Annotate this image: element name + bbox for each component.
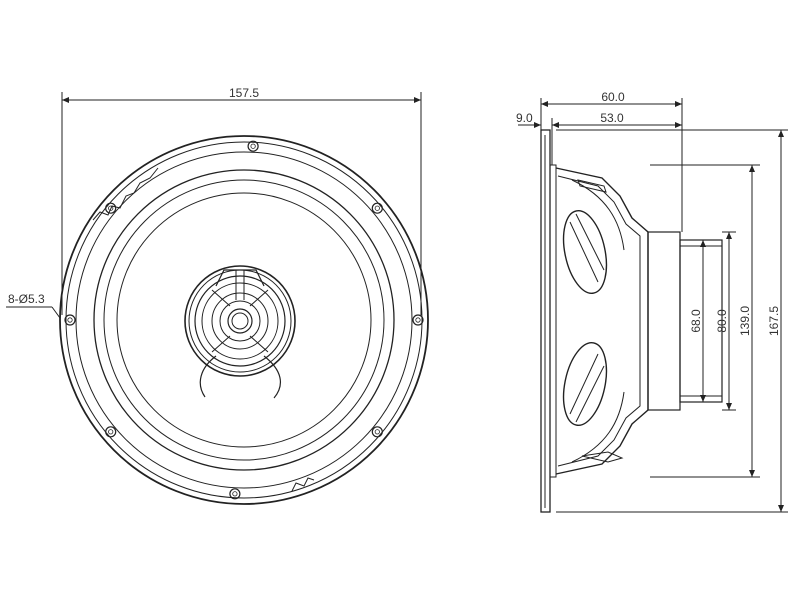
front-view: 157.5 8-Ø5.3 xyxy=(6,86,429,505)
mounting-hole xyxy=(247,140,259,152)
mounting-hole xyxy=(64,314,76,326)
mounting-hole-inner xyxy=(108,429,114,435)
mounting-holes xyxy=(64,140,424,500)
front-surround-inner xyxy=(103,179,385,461)
mounting-hole xyxy=(371,426,383,438)
mounting-hole xyxy=(229,488,241,500)
side-motor-plate xyxy=(647,231,681,411)
mounting-hole-inner xyxy=(67,317,73,323)
mounting-hole xyxy=(412,314,424,326)
front-outer-rim xyxy=(59,135,429,505)
mounting-hole xyxy=(105,202,117,214)
terminal-notch-top xyxy=(92,167,159,221)
dim-magnet-diameter: 68.0 xyxy=(689,240,706,402)
front-flange-ring xyxy=(75,151,413,489)
dim-label-total-depth: 60.0 xyxy=(601,90,625,104)
dim-label-magnet-diameter: 68.0 xyxy=(689,309,703,333)
dim-overall-height: 167.5 xyxy=(767,130,784,512)
dim-label-mounting-depth: 53.0 xyxy=(600,111,624,125)
side-terminal-bottom xyxy=(581,451,624,463)
dim-magnet-outer: 80.0 xyxy=(715,232,732,410)
dim-mounting-depth: 53.0 xyxy=(551,111,682,165)
side-terminal-top xyxy=(577,179,607,193)
front-rim-inner xyxy=(65,141,423,499)
dim-mounting-holes: 8-Ø5.3 xyxy=(6,292,61,319)
dim-basket-diameter: 139.0 xyxy=(738,165,755,477)
terminal-notch-bottom xyxy=(291,477,315,492)
mounting-hole xyxy=(105,426,117,438)
dim-label-mounting-holes: 8-Ø5.3 xyxy=(8,292,45,306)
dim-overall-diameter: 157.5 xyxy=(61,86,422,315)
basket-window-bottom xyxy=(562,342,608,426)
front-surround-outer xyxy=(93,169,395,471)
dim-flange-thickness: 9.0 xyxy=(516,111,541,128)
dim-label-basket-diameter: 139.0 xyxy=(738,306,752,336)
mounting-hole xyxy=(371,202,383,214)
dim-label-overall-height: 167.5 xyxy=(767,306,781,336)
dim-label-overall-diameter: 157.5 xyxy=(229,86,259,100)
side-view: 60.0 53.0 9.0 68.0 80.0 xyxy=(516,90,788,513)
coaxial-tweeter xyxy=(184,265,296,399)
mounting-hole-inner xyxy=(232,491,238,497)
dim-label-flange-thickness: 9.0 xyxy=(516,111,533,125)
side-basket xyxy=(555,167,649,475)
basket-window-top xyxy=(562,210,608,294)
mounting-hole-inner xyxy=(374,429,380,435)
mounting-hole-inner xyxy=(108,205,114,211)
dim-label-magnet-outer: 80.0 xyxy=(715,309,729,333)
mounting-hole-inner xyxy=(415,317,421,323)
mounting-hole-inner xyxy=(250,143,256,149)
front-cone-edge xyxy=(116,192,372,448)
mounting-hole-inner xyxy=(374,205,380,211)
